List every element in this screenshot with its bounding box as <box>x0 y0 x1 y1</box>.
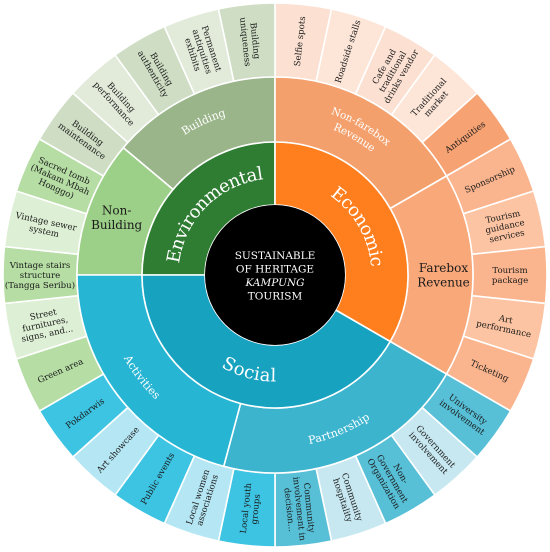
pillar-segment: Economic <box>274 141 409 343</box>
category-segment: Building <box>122 76 276 191</box>
pillar-segment: Social <box>141 274 392 409</box>
item-segment: Buildingauthenticity <box>114 25 196 116</box>
item-segment: Traditionalmarket <box>390 53 479 144</box>
item-segment: Universityinvolvement <box>421 372 512 459</box>
svg-text:Communityinvolvement indecisio: Communityinvolvement indecision... <box>280 475 316 542</box>
item-segment: Communityinvolvement indecision... <box>274 467 333 548</box>
item-label: Local youthgroups <box>239 482 264 535</box>
svg-text:Streetfurnitures,signs, and...: Streetfurnitures,signs, and... <box>17 305 74 345</box>
item-segment: Public events <box>114 434 196 525</box>
svg-text:Tourismguidanceservices: Tourismguidanceservices <box>482 208 527 245</box>
center-circle <box>205 205 345 345</box>
item-segment: Art showcase <box>71 406 160 497</box>
svg-text:Local youthgroups: Local youthgroups <box>239 482 264 535</box>
item-segment: Local womenassociations <box>163 454 235 543</box>
item-segment: Communityhospitality <box>315 454 387 543</box>
item-label: Tourismguidanceservices <box>482 208 527 245</box>
category-label: Non-Building <box>91 203 142 231</box>
item-label: Streetfurnitures,signs, and... <box>17 305 74 345</box>
middle-ring-categories: BuildingNon-BuildingNon-fareboxRevenueFa… <box>76 76 474 474</box>
item-segment: Ticketing <box>445 335 535 413</box>
category-segment: Activities <box>76 274 242 468</box>
item-segment: Sacred tomb(Makam MbahHonggo) <box>15 137 105 215</box>
item-segment: Sponsorship <box>445 137 535 215</box>
item-label: Communityinvolvement indecision... <box>280 475 316 542</box>
item-segment: Artperformance <box>462 294 547 361</box>
